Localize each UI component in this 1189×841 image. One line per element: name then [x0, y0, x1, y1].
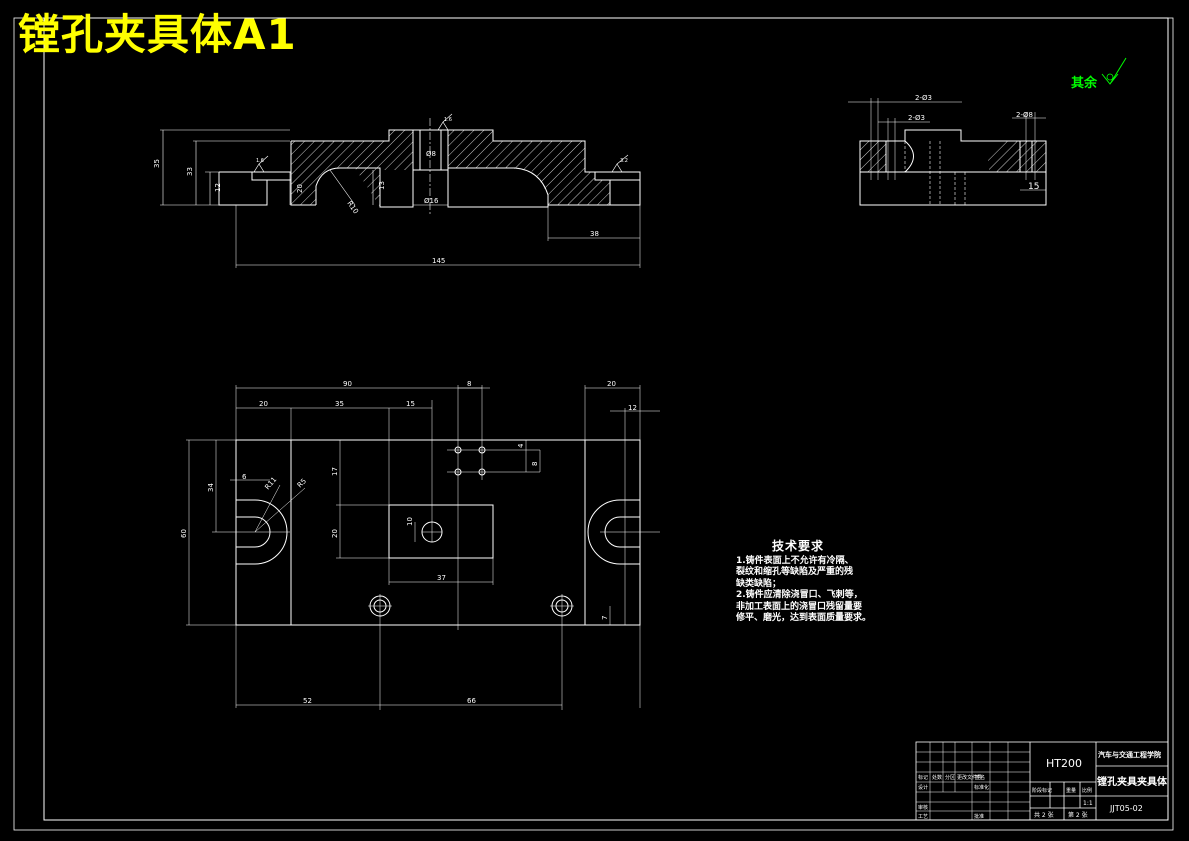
tech-line: 裂纹和缩孔等缺陷及严重的残	[736, 567, 854, 577]
tb-design: 设计	[918, 784, 928, 791]
technical-requirements: 技术要求 1.铸件表面上不允许有冷隔、 裂纹和缩孔等缺陷及严重的残 缺类缺陷； …	[736, 539, 872, 625]
tb-sheet-no: 第 2 张	[1068, 811, 1088, 819]
tb-sign: 签名	[975, 774, 985, 781]
roughness-front-1: 1.6	[256, 158, 264, 164]
tech-heading: 技术要求	[772, 539, 825, 553]
dim-top-w37: 37	[437, 574, 446, 582]
tb-approve: 批准	[974, 813, 984, 820]
roughness-front-2: 1.6	[444, 117, 452, 123]
dim-side-d3: 2-Ø8	[1016, 111, 1033, 119]
title-block	[915, 741, 1169, 821]
dim-top-w8: 8	[467, 380, 471, 388]
dim-side-w15: 15	[1028, 182, 1039, 192]
dim-top-h8: 8	[531, 462, 539, 466]
tb-scale: 1:1	[1083, 800, 1093, 807]
roughness-circle-icon	[1106, 73, 1114, 81]
sheet-border	[13, 17, 1174, 831]
tb-stage: 阶段标记	[1032, 787, 1052, 794]
tb-drawing-no: JJT05-02	[1109, 804, 1143, 813]
tech-line: 缺类缺陷；	[736, 578, 782, 589]
dim-front-h33: 33	[186, 167, 194, 176]
dim-top-w90: 90	[343, 380, 352, 388]
dim-front-d8: Ø8	[426, 150, 436, 158]
tech-line: 1.铸件表面上不允许有冷隔、	[736, 555, 854, 566]
title-block-labels: 标记 处数 分区 更改文件号 签名 设计 标准化 审核 工艺 批准 阶段标记 重…	[918, 750, 1168, 820]
section-hatch	[291, 130, 610, 207]
dim-front-h12: 12	[214, 183, 222, 192]
tb-change: 更改文件号	[957, 774, 982, 781]
dim-top-w66: 66	[467, 697, 476, 705]
top-view	[186, 385, 660, 710]
dim-top-h7: 7	[601, 616, 609, 620]
tb-count: 处数	[932, 774, 942, 781]
roughness-note: 其余	[1071, 76, 1098, 91]
roughness-front-3: 3.2	[620, 158, 628, 164]
dim-top-h34: 34	[207, 483, 215, 492]
dim-front-w145: 145	[432, 257, 445, 265]
dim-top-h10: 10	[406, 517, 414, 526]
dim-front-h20: 20	[296, 184, 304, 193]
tb-process: 工艺	[918, 814, 928, 820]
drawing-title: 镗孔夹具体A1	[18, 10, 297, 59]
dim-front-h13: 13	[378, 181, 386, 190]
dim-top-w20: 20	[259, 400, 268, 408]
tech-line: 修平、磨光，达到表面质量要求。	[736, 613, 872, 623]
tb-weight: 重量	[1066, 787, 1076, 794]
dim-front-h35: 35	[153, 159, 161, 168]
dim-front-d16: Ø16	[424, 197, 439, 205]
dim-top-w15: 15	[406, 400, 415, 408]
tb-standard: 标准化	[974, 784, 989, 791]
tb-school: 汽车与交通工程学院	[1098, 750, 1161, 759]
roughness-symbol-icon	[1101, 57, 1127, 85]
dim-top-h60: 60	[180, 529, 188, 538]
tb-zone: 分区	[945, 774, 955, 781]
tech-line: 2.铸件应清除浇冒口、飞刺等，	[736, 590, 863, 600]
dim-top-h17: 17	[331, 467, 339, 476]
front-dim-labels: 35 33 12 20 13 R10 Ø8 Ø16 38 145 1.6 1.6…	[153, 117, 628, 265]
tb-scale-label: 比例	[1082, 787, 1092, 794]
dim-top-w52: 52	[303, 697, 312, 705]
dim-top-h20: 20	[331, 529, 339, 538]
dim-front-w38: 38	[590, 230, 599, 238]
dim-side-d2: 2-Ø3	[908, 114, 925, 122]
dim-top-w35: 35	[335, 400, 344, 408]
tb-check: 审核	[918, 804, 928, 811]
front-section-view	[160, 113, 641, 268]
tb-mark: 标记	[918, 774, 928, 781]
tb-sheets: 共 2 张	[1034, 811, 1054, 819]
dim-side-d1: 2-Ø3	[915, 94, 932, 102]
dim-top-w12: 12	[628, 404, 637, 412]
tb-material: HT200	[1046, 757, 1082, 770]
dim-top-h4: 4	[517, 443, 525, 448]
side-dim-labels: 2-Ø3 2-Ø3 2-Ø8 15	[908, 94, 1039, 192]
tb-part-name: 镗孔夹具夹具体	[1097, 775, 1168, 788]
dim-top-w6: 6	[242, 473, 247, 481]
dim-top-w20r: 20	[607, 380, 616, 388]
side-view	[848, 98, 1047, 206]
tech-line: 非加工表面上的浇冒口残留量要	[736, 601, 863, 612]
